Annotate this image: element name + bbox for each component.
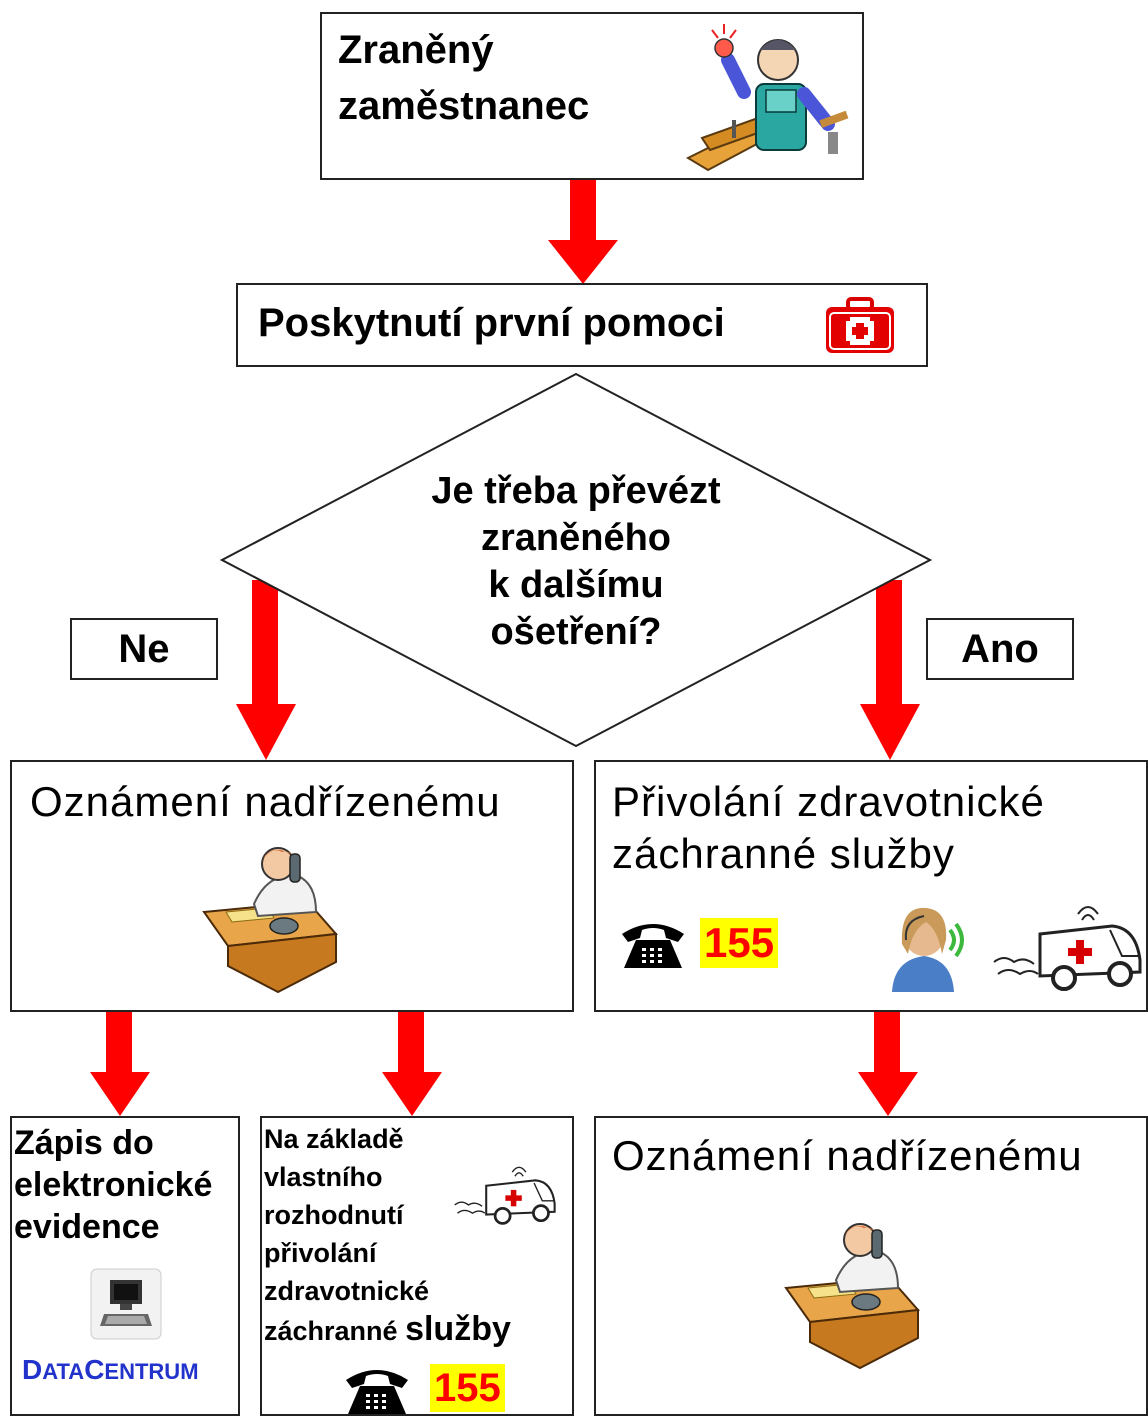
own-decision-phone-number: 155 (430, 1364, 505, 1412)
own-decision-line3: rozhodnutí (264, 1200, 404, 1230)
decision-line2: zraněného (480, 517, 672, 559)
notify-right-label: Oznámení nadřízenému (612, 1132, 1083, 1179)
branch-no-label: Ne (118, 627, 170, 671)
own-decision-line6: záchranné služby (264, 1310, 511, 1350)
first-aid-kit-icon (826, 297, 894, 353)
start-label-line2: zaměstnanec (338, 84, 590, 128)
computer-icon (90, 1268, 162, 1340)
ambulance-icon (993, 906, 1142, 991)
brand-d: D (22, 1354, 43, 1385)
arrow-decision-to-notify (236, 580, 296, 760)
own-decision-line5: zdravotnické (264, 1276, 430, 1306)
first-aid-label: Poskytnutí první pomoci (258, 301, 725, 345)
notify-supervisor-box-left: Oznámení nadřízenému (10, 760, 574, 1012)
ems-call-line1: Přivolání zdravotnické (612, 778, 1045, 825)
notify-supervisor-box-right: Oznámení nadřízenému (594, 1116, 1148, 1416)
datacentrum-logo: DATACENTRUM (22, 1354, 199, 1386)
notify-left-label: Oznámení nadřízenému (30, 778, 501, 825)
decision-diamond (220, 372, 932, 748)
own-decision-line6a: záchranné (264, 1316, 398, 1346)
decision-line3: k dalšímu (488, 564, 664, 606)
telephone-icon (622, 924, 684, 968)
dispatcher-icon (892, 907, 964, 992)
own-decision-text: Na základě vlastního rozhodnutí přivolán… (264, 1120, 511, 1350)
start-box-injured-employee: Zraněný zaměstnanec (320, 12, 864, 180)
brand-entrum: ENTRUM (104, 1359, 199, 1384)
own-decision-line4: přivolání (264, 1238, 377, 1268)
man-on-phone-clipart (784, 1223, 921, 1370)
decision-question: Je třeba převézt zraněného k dalšímu oše… (376, 468, 776, 656)
ems-call-box: Přivolání zdravotnické záchranné služby … (594, 760, 1148, 1012)
own-decision-line6b: služby (405, 1310, 511, 1348)
ems-phone-number: 155 (700, 918, 779, 968)
arrow-decision-to-ems (860, 580, 920, 760)
telephone-icon (346, 1370, 408, 1414)
arrow-start-to-firstaid (548, 178, 618, 284)
record-line3: evidence (14, 1208, 160, 1246)
electronic-record-box: Zápis do elektronické evidence DATACENTR… (10, 1116, 240, 1416)
injured-worker-clipart (685, 24, 849, 172)
record-line1: Zápis do (14, 1124, 154, 1162)
brand-c: C (84, 1354, 105, 1385)
own-decision-line1: Na základě (264, 1124, 404, 1154)
start-label-line1: Zraněný (338, 28, 494, 72)
own-decision-box: Na základě vlastního rozhodnutí přivolán… (260, 1116, 574, 1416)
branch-yes-label-box: Ano (926, 618, 1074, 680)
ems-call-line2: záchranné služby (612, 830, 955, 877)
decision-line1: Je třeba převézt (431, 470, 721, 512)
arrow-notify-to-own-decision (382, 1012, 442, 1116)
record-line2: elektronické (14, 1166, 213, 1204)
first-aid-box: Poskytnutí první pomoci (236, 283, 928, 367)
arrow-ems-to-notify (858, 1012, 918, 1116)
decision-line4: ošetření? (490, 611, 662, 653)
ambulance-icon (454, 1166, 556, 1225)
man-on-phone-clipart (202, 847, 339, 994)
arrow-notify-to-record (90, 1012, 150, 1116)
own-decision-line2: vlastního (264, 1162, 383, 1192)
branch-yes-label: Ano (961, 627, 1039, 671)
brand-ata: ATA (42, 1359, 85, 1384)
branch-no-label-box: Ne (70, 618, 218, 680)
